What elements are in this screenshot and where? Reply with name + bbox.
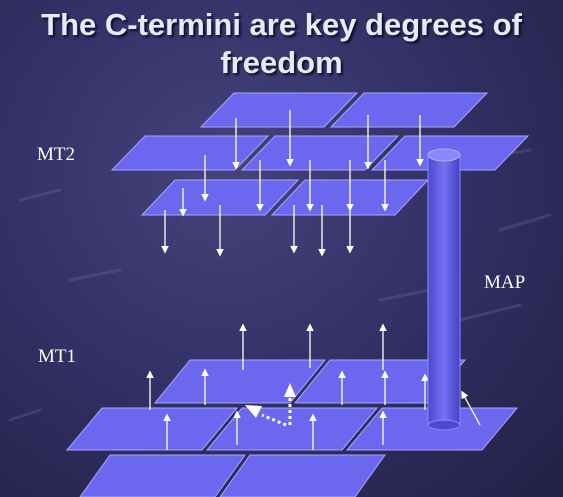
label-mt1: MT1 [38, 346, 76, 367]
map-link-arrow [461, 390, 481, 426]
c-terminus-dotted-arrows [245, 383, 296, 427]
title-line-2: freedom [220, 45, 343, 80]
mt1-sheet [65, 359, 519, 497]
label-map: MAP [484, 272, 526, 293]
mt2-arrows [161, 110, 424, 257]
mt1-arrows [146, 323, 429, 450]
map-rod [427, 148, 461, 431]
label-mt2: MT2 [37, 144, 75, 165]
title-line-1: The C-termini are key degrees of [41, 7, 522, 42]
mt2-sheet [110, 92, 530, 216]
slide-title: The C-termini are key degrees of freedom [0, 6, 563, 82]
